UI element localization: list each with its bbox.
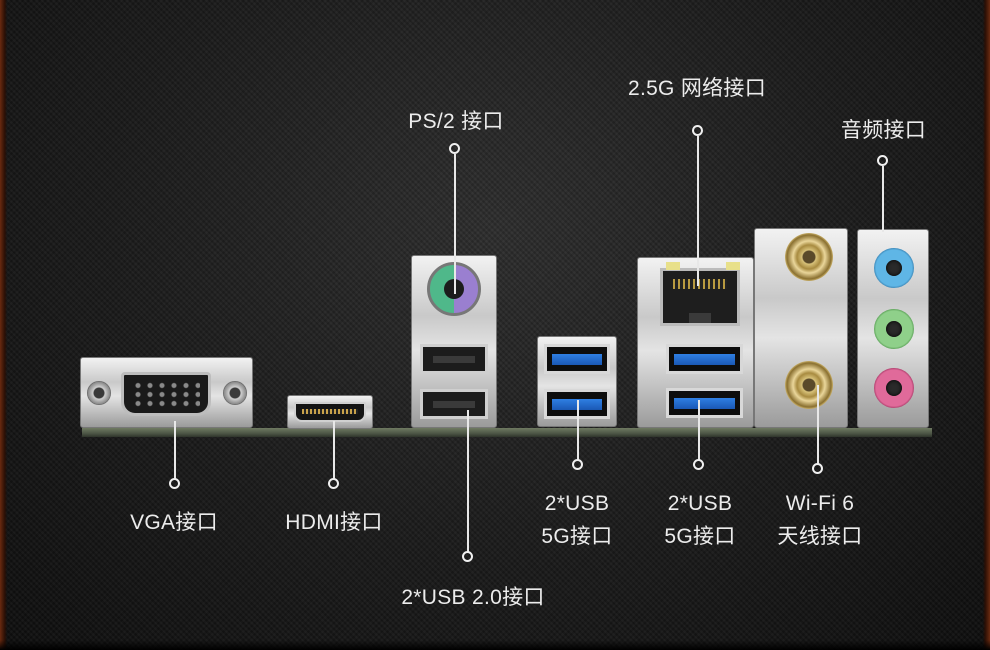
wifi-antenna-block — [754, 228, 848, 428]
lan-leader-line — [697, 136, 699, 286]
wifi-antenna-top — [785, 233, 833, 281]
lan-label: 2.5G 网络接口 — [627, 77, 767, 100]
usb5g-b-label-line2: 5G接口 — [664, 525, 736, 548]
wifi-antenna-bottom — [785, 361, 833, 409]
ps2-marker — [449, 143, 460, 154]
usb2-port-bottom — [420, 389, 488, 419]
lan-usb5g-stack — [637, 257, 754, 428]
usb20-leader-line — [467, 410, 469, 552]
audio-jack-line-out — [874, 309, 914, 349]
usb2-port-top — [420, 344, 488, 374]
usb5g-a-marker — [572, 459, 583, 470]
vga-port — [80, 357, 253, 428]
hdmi-leader-line — [333, 421, 335, 479]
audio-jack-mic — [874, 368, 914, 408]
lan-marker — [692, 125, 703, 136]
vga-screw-left — [87, 381, 111, 405]
audio-jack-line-in — [874, 248, 914, 288]
bottom-shadow — [0, 640, 990, 650]
usb5g-a-label-line2: 5G接口 — [541, 525, 613, 548]
wifi-marker — [812, 463, 823, 474]
usb5g-a-leader-line — [577, 400, 579, 460]
io-shield-board — [82, 428, 932, 437]
usb5g-b-marker — [693, 459, 704, 470]
hdmi-port — [287, 395, 373, 429]
usb5g-b-port-bottom — [666, 388, 743, 418]
usb20-marker — [462, 551, 473, 562]
lan-led-left — [666, 262, 680, 270]
usb5g-a-port-top — [544, 344, 610, 374]
hdmi-label: HDMI接口 — [285, 511, 383, 534]
ps2-label: PS/2 接口 — [408, 110, 504, 133]
hdmi-marker — [328, 478, 339, 489]
wifi-leader-line — [817, 385, 819, 464]
vga-marker — [169, 478, 180, 489]
vga-leader-line — [174, 421, 176, 479]
audio-leader-line — [882, 166, 884, 232]
audio-label: 音频接口 — [840, 119, 927, 142]
rj45-connector — [660, 268, 740, 326]
lan-led-right — [726, 262, 740, 270]
hdmi-connector — [294, 402, 366, 422]
audio-marker — [877, 155, 888, 166]
left-edge-accent — [0, 0, 7, 650]
usb5g-b-label-line1: 2*USB — [667, 492, 733, 515]
usb20-label: 2*USB 2.0接口 — [401, 586, 545, 609]
ps2-leader-line — [454, 154, 456, 294]
vga-label: VGA接口 — [130, 511, 218, 534]
wifi-label-line1: Wi-Fi 6 — [785, 492, 855, 515]
usb5g-b-leader-line — [698, 400, 700, 460]
wifi-label-line2: 天线接口 — [777, 525, 863, 548]
right-edge-accent — [983, 0, 990, 650]
usb5g-b-port-top — [666, 344, 743, 374]
audio-block — [857, 229, 929, 428]
vga-connector — [121, 372, 211, 416]
vga-screw-right — [223, 381, 247, 405]
usb5g-a-label-line1: 2*USB — [544, 492, 610, 515]
